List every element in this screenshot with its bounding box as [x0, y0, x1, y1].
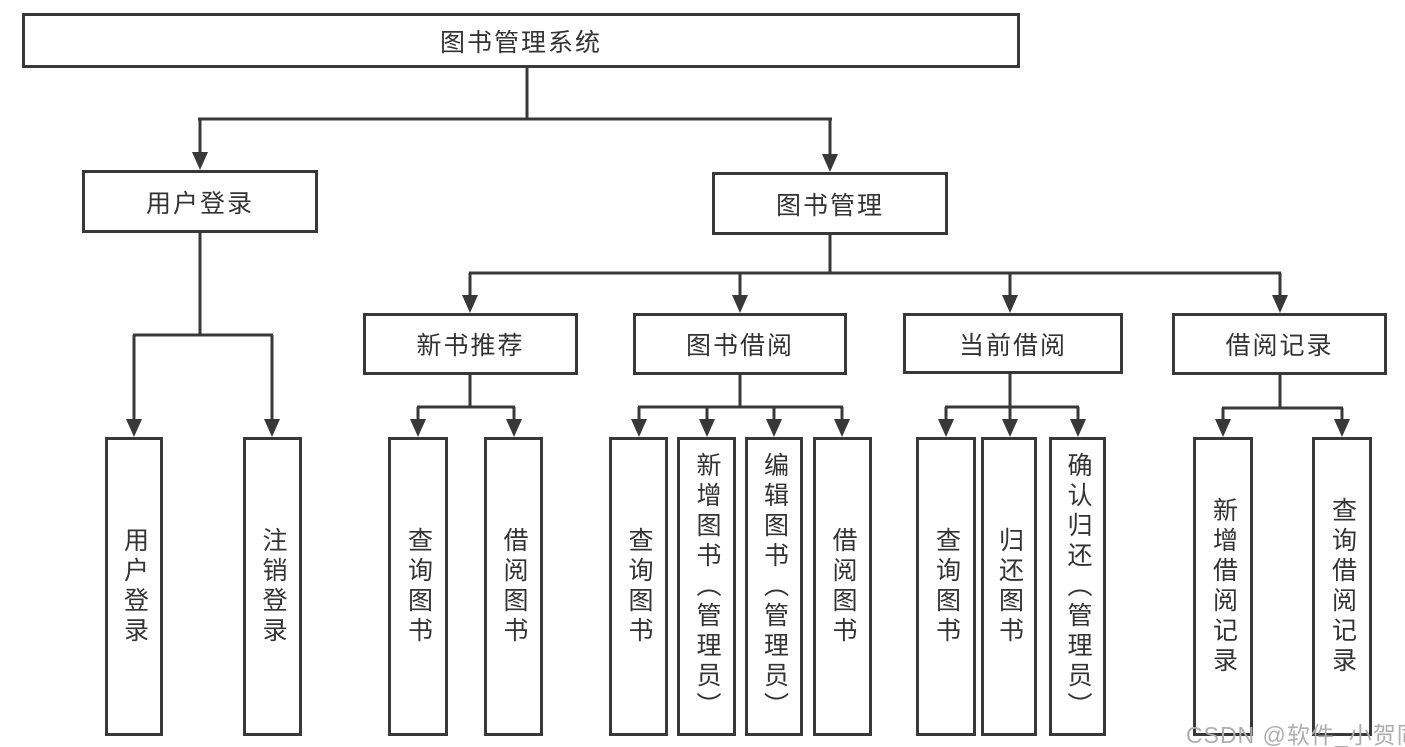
- node-label: 注销登录: [259, 526, 287, 647]
- leaf-add-borrow-record: 新增借阅记录: [1193, 437, 1253, 736]
- leaf-user-login: 用户登录: [105, 437, 163, 736]
- node-library-management-system: 图书管理系统: [22, 13, 1020, 68]
- leaf-logout: 注销登录: [243, 437, 302, 736]
- node-label: 借阅图书: [829, 526, 857, 647]
- csdn-watermark: CSDN @软件_小贺同学: [1186, 722, 1405, 747]
- leaf-edit-books-admin: 编辑图书（管理员）: [745, 437, 803, 736]
- node-label: 新增图书（管理员）: [693, 451, 721, 722]
- node-label: 借阅图书: [500, 526, 528, 647]
- leaf-query-books-borrowing: 查询图书: [609, 437, 668, 736]
- node-label: 用户登录: [145, 189, 254, 218]
- node-label: 归还图书: [995, 526, 1024, 647]
- node-label: 当前借阅: [958, 331, 1067, 360]
- leaf-borrow-books-recommend: 借阅图书: [484, 437, 543, 736]
- node-book-borrowing: 图书借阅: [633, 313, 847, 375]
- leaf-query-borrow-record: 查询借阅记录: [1312, 437, 1372, 736]
- leaf-query-books-current: 查询图书: [916, 437, 976, 736]
- node-label: 新增借阅记录: [1209, 496, 1238, 677]
- node-label: 确认归还（管理员）: [1064, 451, 1092, 722]
- node-label: 图书借阅: [685, 332, 794, 360]
- leaf-query-books-recommend: 查询图书: [388, 437, 448, 736]
- leaf-return-books: 归还图书: [981, 437, 1037, 736]
- leaf-borrow-books-borrowing: 借阅图书: [813, 437, 872, 736]
- node-borrow-records: 借阅记录: [1172, 313, 1387, 375]
- node-label: 查询图书: [932, 526, 961, 647]
- node-label: 用户登录: [120, 526, 149, 647]
- node-new-book-recommend: 新书推荐: [363, 313, 578, 375]
- node-user-login: 用户登录: [82, 170, 318, 233]
- node-label: 查询借阅记录: [1328, 496, 1357, 677]
- node-label: 新书推荐: [416, 332, 525, 360]
- leaf-add-books-admin: 新增图书（管理员）: [677, 437, 736, 736]
- node-label: 图书管理系统: [439, 28, 602, 57]
- node-book-management: 图书管理: [712, 172, 948, 235]
- node-label: 借阅记录: [1225, 332, 1334, 360]
- node-label: 查询图书: [625, 526, 653, 647]
- node-current-borrowing: 当前借阅: [903, 313, 1123, 374]
- node-label: 查询图书: [404, 526, 433, 647]
- node-label: 图书管理: [775, 191, 884, 220]
- node-label: 编辑图书（管理员）: [760, 451, 789, 722]
- leaf-confirm-return-admin: 确认归还（管理员）: [1049, 437, 1106, 736]
